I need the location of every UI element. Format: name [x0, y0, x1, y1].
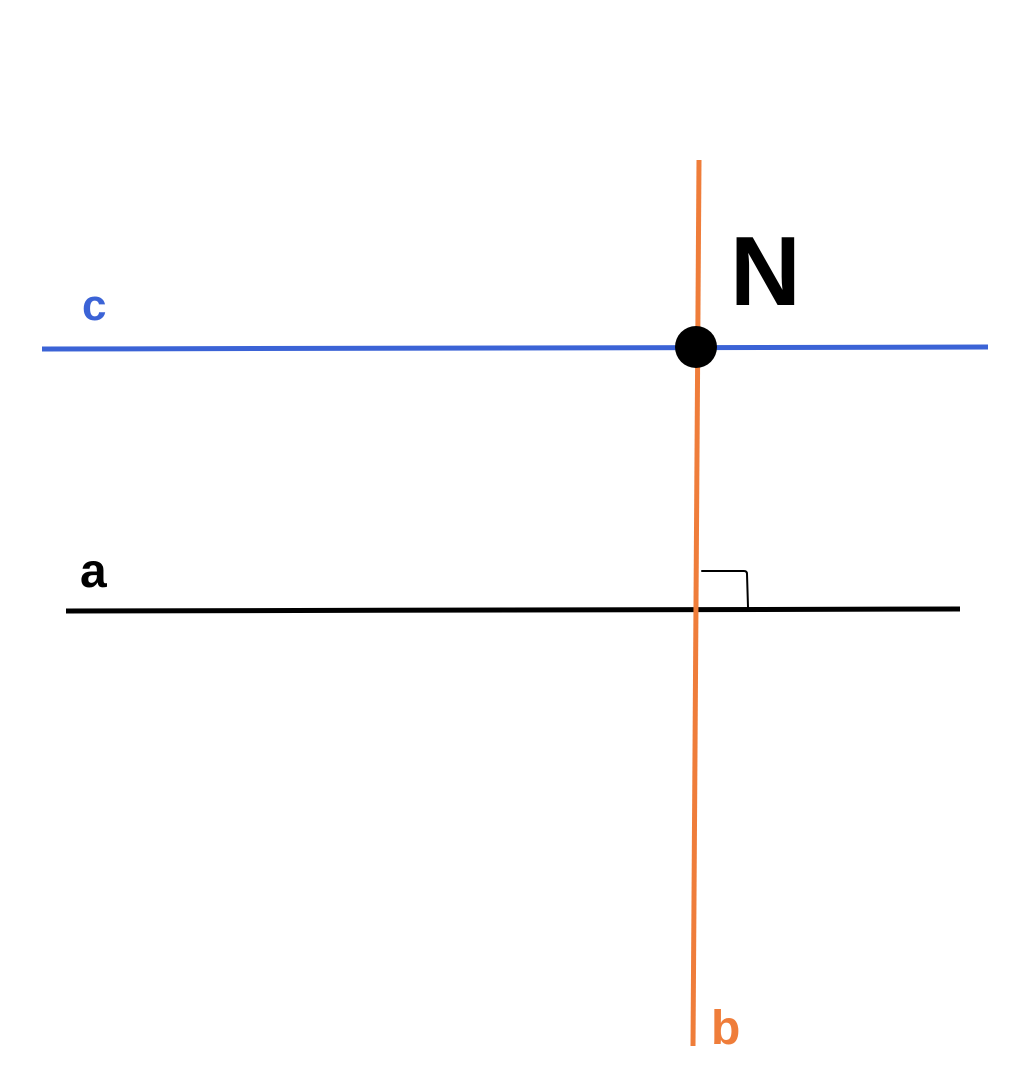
- line-a: [65, 606, 961, 614]
- point-n-label: N: [730, 216, 801, 326]
- line-c: [41, 344, 989, 352]
- point-n: [675, 326, 717, 368]
- line-b-label: b: [711, 1002, 740, 1055]
- line-a-label: a: [80, 545, 107, 598]
- line-c-label: c: [82, 281, 106, 330]
- right-angle-mark: [701, 570, 749, 608]
- line-b: [690, 159, 702, 1047]
